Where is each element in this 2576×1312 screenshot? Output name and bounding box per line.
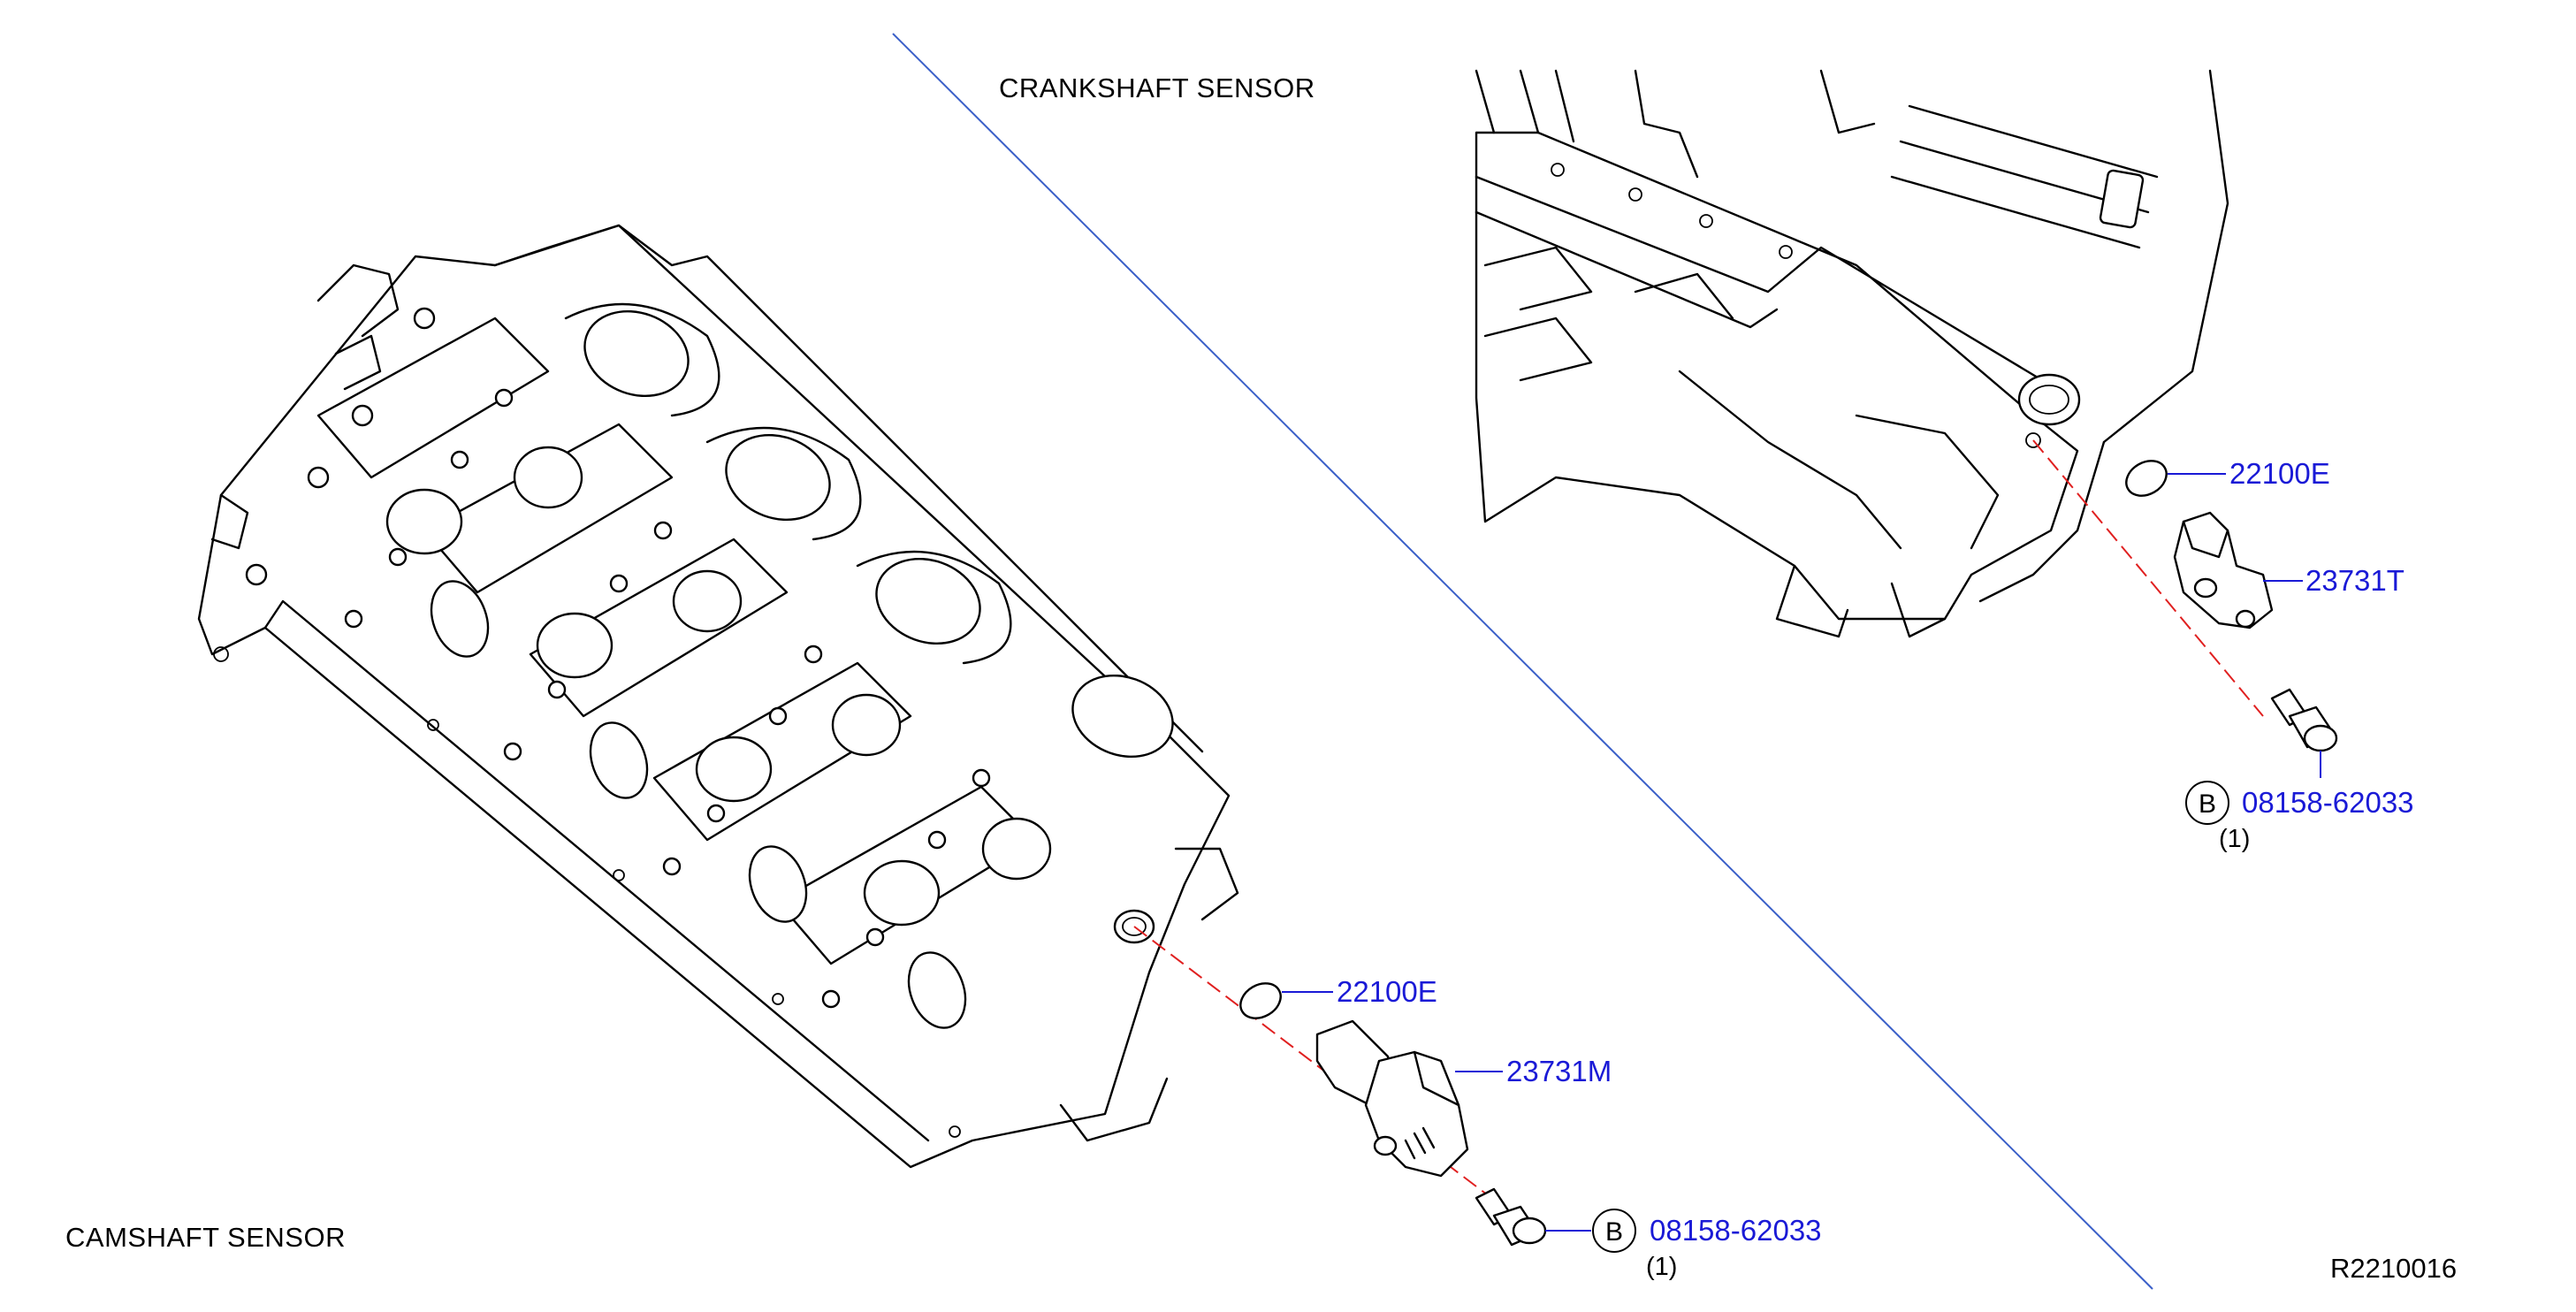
cam-bolt-icon[interactable]	[1475, 1187, 1547, 1247]
crank-sensor-part-number[interactable]: 23731T	[2305, 564, 2405, 597]
cylinder-head-illustration	[197, 224, 1239, 1169]
intake-ports	[564, 302, 1174, 759]
crank-centerline	[2032, 439, 2264, 717]
crank-bolt-quantity: (1)	[2219, 825, 2250, 853]
cam-bolt-quantity: (1)	[1646, 1253, 1677, 1281]
camshaft-section-title: CAMSHAFT SENSOR	[65, 1222, 346, 1253]
cam-bolt-symbol	[1592, 1209, 1636, 1253]
camshaft-sensor-group: 22100E 23731M B 08158-62033 (1)	[1133, 926, 1822, 1281]
engine-block-illustration	[1475, 69, 2229, 638]
cam-sensor-icon[interactable]	[1315, 1019, 1469, 1178]
cam-journals	[316, 317, 1052, 1029]
cam-oring-icon[interactable]	[1234, 976, 1287, 1025]
cam-oring-part-number[interactable]: 22100E	[1337, 975, 1437, 1008]
crankshaft-sensor-group: 22100E 23731T B 08158-62033 (1)	[2032, 439, 2414, 853]
crank-bolt-symbol	[2185, 781, 2229, 825]
crank-bolt-part-number[interactable]: 08158-62033	[2242, 786, 2414, 819]
crank-oring-part-number[interactable]: 22100E	[2229, 457, 2330, 490]
cam-sensor-part-number[interactable]: 23731M	[1506, 1055, 1612, 1087]
crank-sensor-icon[interactable]	[2173, 511, 2274, 629]
crankshaft-section-title: CRANKSHAFT SENSOR	[999, 72, 1315, 103]
cam-bolt-symbol-letter: B	[1605, 1217, 1623, 1247]
crank-bolt-symbol-letter: B	[2199, 789, 2216, 819]
crank-oring-icon[interactable]	[2120, 454, 2173, 502]
diagram-reference-code: R2210016	[2330, 1253, 2457, 1284]
crank-bolt-icon[interactable]	[2270, 688, 2338, 752]
cam-bolt-part-number[interactable]: 08158-62033	[1650, 1214, 1822, 1247]
section-divider	[892, 33, 2153, 1290]
head-bolts	[213, 307, 991, 1138]
